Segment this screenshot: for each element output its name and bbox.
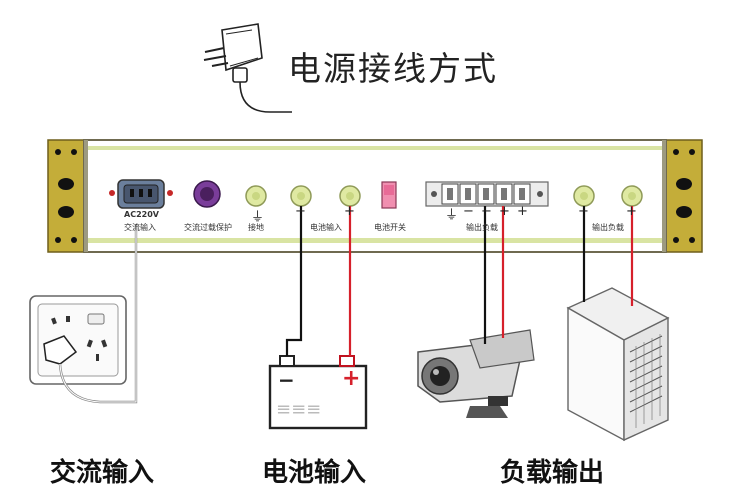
ground-label: 接地 [248,223,264,232]
security-camera-icon [417,329,535,418]
ground-symbol: ⏚ [251,210,265,225]
battery-switch [381,181,397,209]
battery-neg-symbol: − [295,204,306,219]
terminal-neg-symbol-2: − [481,204,492,219]
battery-neg-mark: − [278,368,295,392]
battery-switch-label: 电池开关 [374,223,406,232]
battery-pos-symbol: + [344,204,355,219]
output-neg-terminal [573,185,595,207]
ac-input-panel-label: 交流输入 [124,223,156,232]
output-load-label: 输出负载 [592,223,624,232]
output-pos-terminal [621,185,643,207]
rack-ear-left [47,139,85,253]
output-terminal-block [425,181,549,207]
terminal-neg-symbol-1: − [463,204,474,219]
output-terminal-label: 输出负载 [466,223,498,232]
ac-input-label: 交流输入 [50,458,155,488]
output-pos-symbol: + [626,204,637,219]
battery-neg-terminal [290,185,312,207]
battery-pos-mark: + [342,366,361,391]
svg-text:≡≡≡: ≡≡≡ [276,399,321,420]
wall-socket-icon [29,224,138,404]
battery-input-label: 电池输入 [262,458,367,488]
wires [285,206,634,356]
screw-holes [55,149,695,243]
overload-protection-knob [193,180,221,208]
rack-ear-right [665,139,703,253]
wire-battery-neg [285,206,303,356]
server-cabinet-icon [566,287,670,442]
battery-icon: ≡≡≡ [268,355,368,430]
terminal-ground-symbol: ⏚ [445,208,459,223]
power-plug-icon [203,23,292,113]
battery-pos-terminal [339,185,361,207]
ac-rating-label: AC220V [124,210,159,219]
ac-inlet-socket [109,179,173,209]
load-output-label: 负载输出 [500,458,605,488]
terminal-pos-symbol-1: + [499,204,510,219]
battery-input-panel-label: 电池输入 [310,223,342,232]
output-neg-symbol: − [578,204,589,219]
ground-terminal [245,185,267,207]
diagram-title: 电源接线方式 [288,49,498,88]
terminal-pos-symbol-2: + [517,204,528,219]
rack-panel [47,139,703,253]
overload-protection-label: 交流过载保护 [184,223,232,232]
